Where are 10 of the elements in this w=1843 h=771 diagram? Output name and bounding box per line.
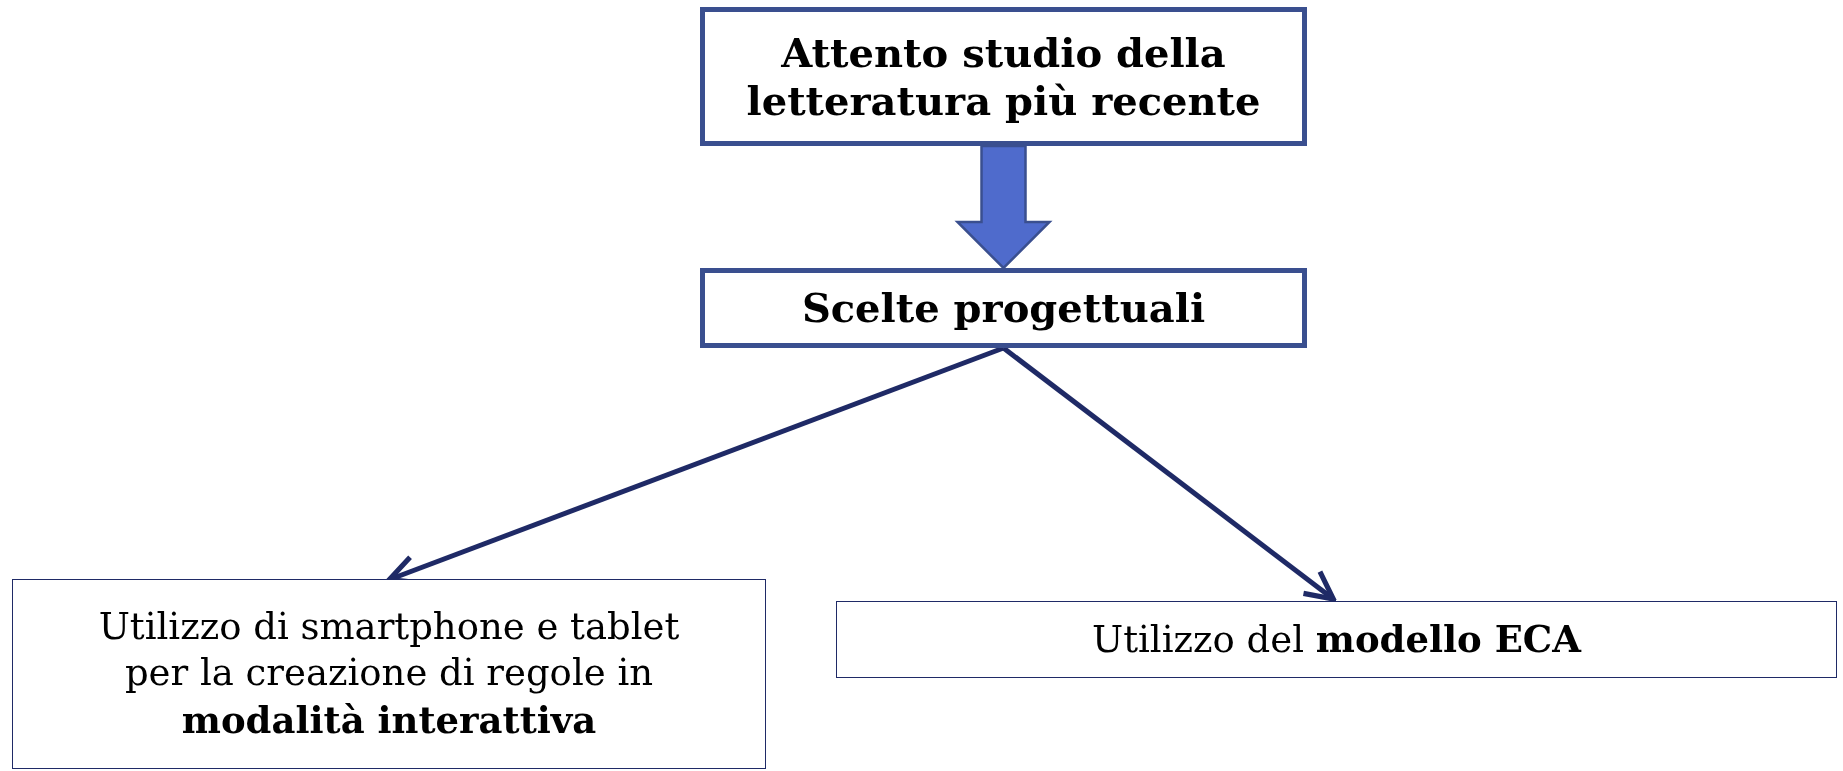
block-arrow [954,144,1053,270]
box-text: Attento studio della letteratura più recente [745,28,1262,125]
box-text: Utilizzo del modello ECA [1091,615,1581,663]
process-box [700,268,1307,348]
box-text: Utilizzo di smartphone e tablet per la creazione di regole in modalità interattiva [97,604,681,744]
heading-box [700,7,1307,146]
arrow [1002,346,1336,602]
text-box [836,601,1837,678]
box-text: Scelte progettuali [801,284,1206,332]
text-box [12,579,766,769]
